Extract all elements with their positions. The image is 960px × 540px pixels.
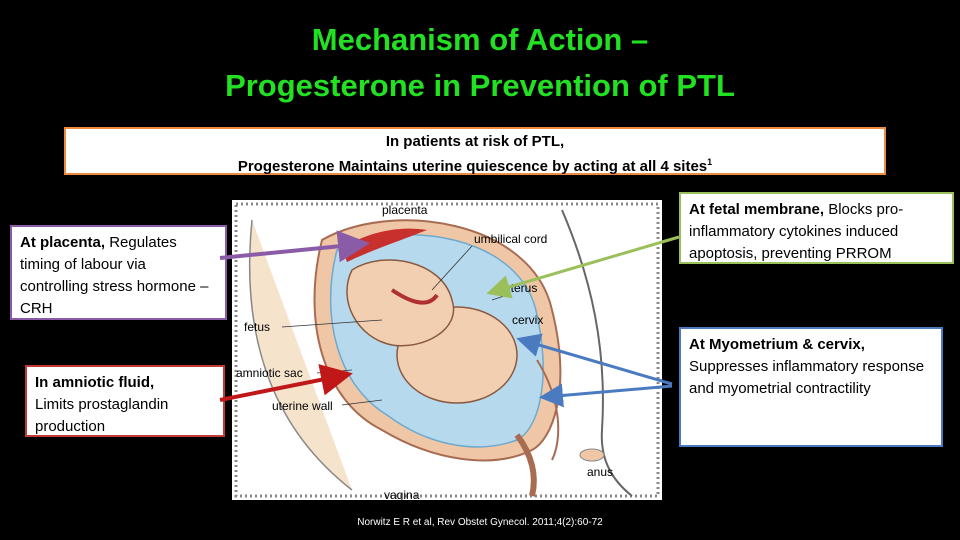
label-cervix: cervix [512,313,543,327]
callout-placenta-body: Regulates timing of labour via controlli… [20,234,209,317]
callout-myometrium-cervix: At Myometrium & cervix, Suppresses infla… [679,327,943,447]
title-line-1: Mechanism of Action – [311,22,649,57]
umbilical-cord [390,288,439,305]
pregnancy-anatomy-diagram: placenta umbilical cord uterus cervix fe… [232,200,662,500]
callout-amniotic-body: Limits prostaglandin production [35,396,169,435]
label-uterus: uterus [504,281,537,295]
callout-myo-body: Suppresses inflammatory response and myo… [689,358,925,397]
callout-amniotic-fluid: In amniotic fluid, Limits prostaglandin … [25,365,225,437]
callout-amniotic-head: In amniotic fluid, [35,374,155,391]
summary-box: In patients at risk of PTL, Progesterone… [64,127,886,175]
title-line-2: Progesterone in Prevention of PTL [225,68,735,103]
leader-uterine [341,399,383,406]
summary-line-2: Progesterone Maintains uterine quiescenc… [66,152,884,177]
anus-shape [579,448,605,462]
leader-fetus [281,319,383,328]
callout-fetal-membrane: At fetal membrane, Blocks pro-inflammato… [679,192,954,264]
callout-placenta-head: At placenta, [20,234,106,251]
label-umbilical-cord: umbilical cord [474,232,547,246]
summary-footnote: 1 [707,157,713,167]
callout-placenta: At placenta, Regulates timing of labour … [10,225,227,320]
label-fetus: fetus [244,320,270,334]
label-uterine-wall: uterine wall [272,399,333,413]
callout-fetal-head: At fetal membrane, [689,201,825,218]
label-amniotic-sac: amniotic sac [236,366,303,380]
diagram-frame [234,202,660,498]
callout-fetal-body: Blocks pro-inflammatory cytokines induce… [689,201,904,262]
callout-myo-head: At Myometrium & cervix, [689,336,865,353]
leader-cord [431,245,473,291]
label-vagina: vagina [384,488,420,500]
summary-line-1: In patients at risk of PTL, [385,133,565,150]
cervix-vagina [514,433,537,497]
summary-line-2-text: Progesterone Maintains uterine quiescenc… [237,158,708,175]
label-placenta: placenta [382,203,428,217]
label-anus: anus [587,465,613,479]
citation: Norwitz E R et al, Rev Obstet Gynecol. 2… [357,517,603,528]
fetal-body [346,259,455,347]
